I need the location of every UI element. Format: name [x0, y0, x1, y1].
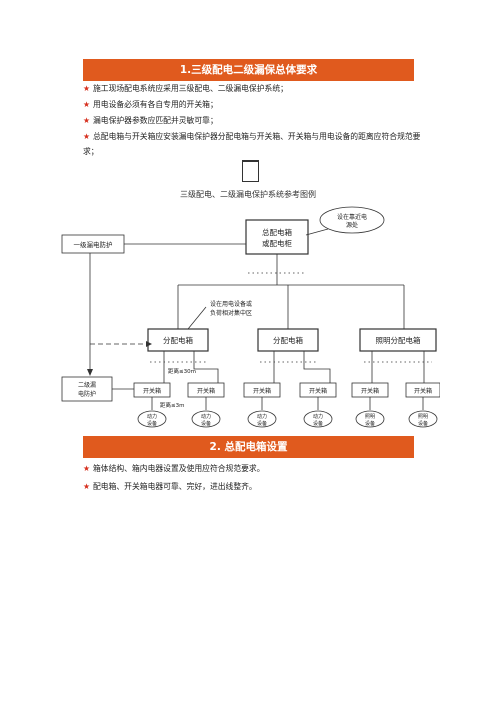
bullet-text: 用电设备必须有各自专用的开关箱； — [93, 100, 218, 109]
callout-pointer — [305, 228, 329, 236]
main-box-rect — [245, 219, 309, 255]
bullet-text: 总配电箱与开关箱应安装漏电保护器分配电箱与开关箱、开关箱与用电设备的距离应符合规… — [83, 132, 421, 156]
switch-label-4: 开关箱 — [309, 387, 327, 395]
dist-box-1 — [147, 328, 209, 352]
device-3-line1: 动力 — [257, 413, 267, 420]
dist-box-3 — [359, 328, 437, 352]
bullet-item: ★用电设备必须有各自专用的开关箱； — [83, 98, 428, 113]
star-icon: ★ — [83, 482, 90, 491]
device-1 — [137, 410, 167, 428]
bullet-text: 施工现场配电系统应采用三级配电、二级漏电保护系统； — [93, 84, 288, 93]
note-pointer — [187, 306, 207, 330]
level1-label: 一级漏电防护 — [74, 240, 113, 249]
switch-label-5: 开关箱 — [361, 387, 379, 395]
level2-line1: 二级漏 — [78, 381, 96, 389]
bullet-item: ★施工现场配电系统应采用三级配电、二级漏电保护系统； — [83, 82, 428, 97]
main-box-line2: 或配电柜 — [262, 238, 292, 248]
device-1-line1: 动力 — [147, 413, 157, 420]
bullet-text: 箱体结构、箱内电器设置及使用应符合规范要求。 — [93, 464, 265, 473]
arrow-right-icon — [146, 341, 152, 347]
branch-dist3 — [371, 351, 425, 383]
star-icon: ★ — [83, 100, 90, 109]
level2-line2: 电防护 — [78, 390, 96, 398]
star-icon: ★ — [83, 132, 90, 141]
distribution-diagram: 总配电箱 或配电柜 设在靠近电 源处 一级漏电防护 设在用电设备或 负荷相对集中… — [61, 206, 440, 428]
bullet-item: ★漏电保护器参数应匹配并灵敏可靠； — [83, 114, 428, 129]
main-box-line1: 总配电箱 — [262, 227, 292, 237]
switch-label-1: 开关箱 — [143, 387, 161, 395]
star-icon: ★ — [83, 116, 90, 125]
switch-limit-label: 距离≤3m — [160, 401, 184, 409]
device-1-line2: 设备 — [147, 420, 157, 427]
dist-label-1: 分配电箱 — [163, 335, 193, 345]
placeholder-box — [242, 160, 259, 182]
bullet-item: ★总配电箱与开关箱应安装漏电保护器分配电箱与开关箱、开关箱与用电设备的距离应符合… — [83, 130, 428, 159]
dist-label-2: 分配电箱 — [273, 335, 303, 345]
star-icon: ★ — [83, 464, 90, 473]
diagram-caption: 三级配电、二级漏电保护系统参考图例 — [180, 190, 316, 199]
device-6-line2: 设备 — [418, 420, 428, 427]
section-1-title: 1.三级配电二级漏保总体要求 — [83, 59, 414, 81]
bullet-text: 配电箱、开关箱电器可靠、完好，进出线整齐。 — [93, 482, 257, 491]
note-line2: 负荷相对集中区 — [210, 309, 252, 317]
arrow-down-icon — [87, 369, 93, 376]
switch-label-3: 开关箱 — [253, 387, 271, 395]
switch-label-2: 开关箱 — [197, 387, 215, 395]
dist-box-2 — [257, 328, 319, 352]
bullet-item: ★箱体结构、箱内电器设置及使用应符合规范要求。 — [83, 462, 428, 477]
device-2 — [191, 410, 221, 428]
device-5-line2: 设备 — [365, 420, 375, 427]
dist-label-3: 照明分配电箱 — [376, 335, 421, 345]
device-6 — [408, 410, 438, 428]
device-4 — [303, 410, 333, 428]
device-4-line1: 动力 — [313, 413, 323, 420]
device-3-line2: 设备 — [257, 420, 267, 427]
section-2-title: 2. 总配电箱设置 — [83, 436, 414, 458]
callout-line1: 设在靠近电 — [337, 213, 367, 221]
device-4-line2: 设备 — [313, 420, 323, 427]
branch-dist1 — [163, 351, 219, 383]
device-2-line2: 设备 — [201, 420, 211, 427]
device-5 — [355, 410, 385, 428]
callout-bubble — [319, 206, 385, 234]
device-6-line1: 照明 — [418, 414, 428, 420]
switch-label-6: 开关箱 — [414, 387, 432, 395]
dist-limit-label: 距离≤30m — [168, 367, 196, 375]
bullet-item: ★配电箱、开关箱电器可靠、完好，进出线整齐。 — [83, 480, 428, 495]
device-3 — [247, 410, 277, 428]
star-icon: ★ — [83, 84, 90, 93]
callout-line2: 源处 — [346, 221, 358, 229]
bullet-text: 漏电保护器参数应匹配并灵敏可靠； — [93, 116, 218, 125]
device-2-line1: 动力 — [201, 413, 211, 420]
branch-dist2 — [273, 351, 331, 383]
switch-device-lines — [151, 397, 424, 410]
device-5-line1: 照明 — [365, 414, 375, 420]
note-line1: 设在用电设备或 — [210, 300, 252, 308]
